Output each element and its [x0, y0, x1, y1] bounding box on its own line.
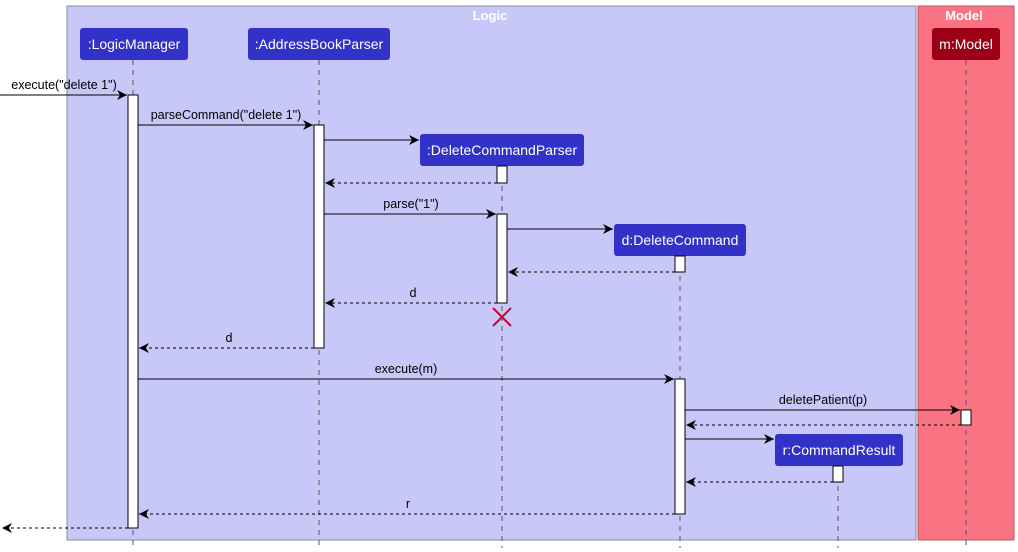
participant-delete-command: d:DeleteCommand [614, 224, 746, 256]
participant-model-label: m:Model [939, 36, 993, 52]
return-r-label: r [406, 497, 410, 511]
logic-frame: Logic [66, 5, 917, 541]
activation-delete-command-parser-create [496, 165, 508, 184]
message-parse-label: parse("1") [383, 197, 438, 211]
activation-command-result [832, 465, 844, 483]
message-delete-patient-label: deletePatient(p) [779, 393, 867, 407]
participant-address-book-parser: :AddressBookParser [248, 28, 390, 60]
participant-delete-command-parser-label: :DeleteCommandParser [427, 142, 578, 158]
activation-address-book-parser [313, 124, 325, 349]
participant-command-result-label: r:CommandResult [783, 442, 896, 458]
return-d-to-parser-label: d [410, 286, 417, 300]
activation-model [960, 409, 972, 426]
message-execute-delete-label: execute("delete 1") [11, 78, 116, 92]
message-execute-m-label: execute(m) [375, 362, 438, 376]
logic-frame-title: Logic [473, 8, 508, 23]
destroy-mark [492, 307, 512, 327]
model-frame-title: Model [945, 8, 983, 23]
participant-delete-command-parser: :DeleteCommandParser [420, 134, 584, 166]
message-parse-command-label: parseCommand("delete 1") [151, 108, 302, 122]
activation-delete-command-execute [674, 378, 686, 515]
activation-logic-manager [127, 94, 139, 529]
return-d-to-logic-manager-label: d [226, 331, 233, 345]
activation-delete-command-create [674, 255, 686, 273]
activation-delete-command-parser-parse [496, 213, 508, 304]
participant-logic-manager-label: :LogicManager [88, 36, 181, 52]
participant-command-result: r:CommandResult [775, 434, 903, 466]
participant-model: m:Model [932, 28, 1000, 60]
participant-delete-command-label: d:DeleteCommand [622, 232, 739, 248]
participant-logic-manager: :LogicManager [80, 28, 188, 60]
participant-address-book-parser-label: :AddressBookParser [255, 36, 384, 52]
